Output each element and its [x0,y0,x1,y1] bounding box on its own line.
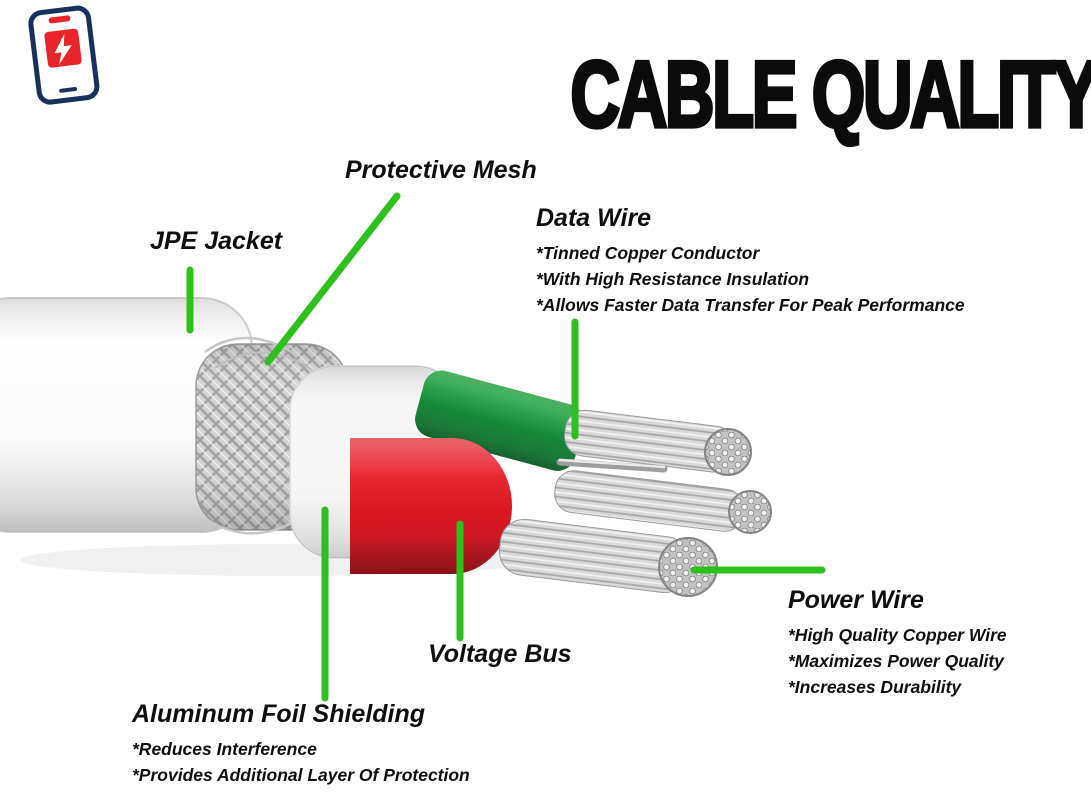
jpe-jacket-layer [0,297,253,533]
voltage-bus-layer [350,438,512,574]
label-voltage-bus: Voltage Bus [428,640,572,668]
power-wire-point: *Maximizes Power Quality [788,650,1004,671]
data-wire-points: *Tinned Copper Conductor *With High Resi… [536,240,965,318]
phone-lightning-icon [28,5,100,105]
label-power-wire: Power Wire [788,586,924,614]
label-protective-mesh: Protective Mesh [345,156,537,184]
callout-power-wire: Power Wire *High Quality Copper Wire *Ma… [788,586,1007,700]
single-strand-wire [556,458,668,473]
callout-lines [186,192,826,702]
aluminum-foil-point: *Reduces Interference [132,738,317,759]
aluminum-foil-points: *Reduces Interference *Provides Addition… [132,736,470,788]
brand-phone-logo [22,4,108,108]
data-wire-point: *With High Resistance Insulation [536,268,810,289]
label-data-wire: Data Wire [536,204,652,232]
label-aluminum-foil: Aluminum Foil Shielding [132,700,426,728]
data-wire-strand-end [704,428,752,476]
data-wire-insulation [415,370,584,471]
power-wire-point: *High Quality Copper Wire [788,624,1007,645]
power-wire-point: *Increases Durability [788,676,962,697]
callout-data-wire: Data Wire *Tinned Copper Conductor *With… [536,204,965,318]
label-jpe-jacket: JPE Jacket [150,227,283,255]
second-strand-bundle [554,470,745,532]
aluminum-foil-point: *Provides Additional Layer Of Protection [132,764,470,785]
callout-line-protective-mesh [264,192,401,366]
second-strand-end [728,490,772,534]
callout-aluminum-foil: Aluminum Foil Shielding *Reduces Interfe… [132,700,470,788]
data-wire-point: *Allows Faster Data Transfer For Peak Pe… [536,294,965,315]
power-wire-points: *High Quality Copper Wire *Maximizes Pow… [788,622,1007,700]
data-wire-point: *Tinned Copper Conductor [536,242,760,263]
page-title: CABLE QUALITY [569,41,1091,147]
